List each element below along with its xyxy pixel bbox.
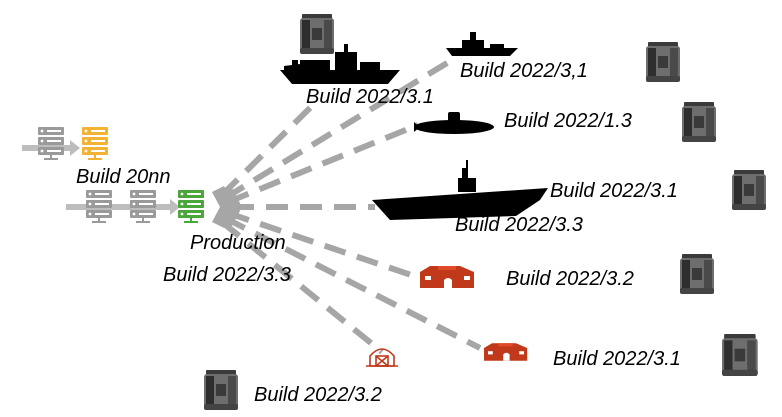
- destroyer-build-label: Build 2022/3.1: [306, 86, 434, 108]
- large-tent-build-label: Build 2022/3.2: [506, 268, 634, 290]
- production-pipeline: [66, 190, 204, 223]
- field-tent-icon: [484, 343, 528, 361]
- ship-icon: [446, 32, 518, 56]
- server-stack-icon: [38, 127, 64, 160]
- link-destroyer: [219, 97, 321, 198]
- rugged-case-icon: [722, 334, 758, 376]
- rugged-case-icon: [680, 254, 714, 294]
- production-build-label: Build 2022/3.3: [163, 264, 291, 286]
- rugged-case-icon: [732, 170, 766, 210]
- broadcast-antenna-icon: [212, 186, 242, 228]
- dev-pipeline: [22, 127, 108, 160]
- shelter-build-label: Build 2022/3.2: [254, 384, 382, 406]
- submarine-icon: [414, 112, 494, 134]
- carrier-build-top-label: Build 2022/3.1: [550, 180, 678, 202]
- field-tent-icon: [420, 266, 474, 288]
- shelter-outline-icon: [366, 348, 398, 367]
- link-lines: [219, 57, 482, 355]
- link-shelter: [220, 219, 384, 355]
- patrol-boat-build-label: Build 2022/3,1: [460, 60, 588, 82]
- server-stack-icon: [130, 190, 156, 223]
- server-stack-icon: [178, 190, 204, 223]
- rugged-case-icon: [300, 14, 334, 54]
- aircraft-carrier-icon: [372, 160, 548, 220]
- link-submarine: [226, 122, 420, 205]
- link-patrol-boat: [223, 57, 454, 201]
- small-tent-build-label: Build 2022/3.1: [553, 348, 681, 370]
- rugged-case-icon: [682, 102, 716, 142]
- rugged-case-icon: [646, 42, 680, 82]
- dev-build-label: Build 20nn: [76, 166, 171, 188]
- ship-icon: [280, 44, 400, 84]
- submarine-build-label: Build 2022/1.3: [504, 110, 632, 132]
- rugged-case-icon: [204, 370, 238, 410]
- link-small-tent: [223, 215, 482, 351]
- carrier-build-bottom-label: Build 2022/3.3: [455, 214, 583, 236]
- server-stack-icon: [82, 127, 108, 160]
- server-stack-icon: [86, 190, 112, 223]
- production-title-label: Production: [190, 232, 286, 254]
